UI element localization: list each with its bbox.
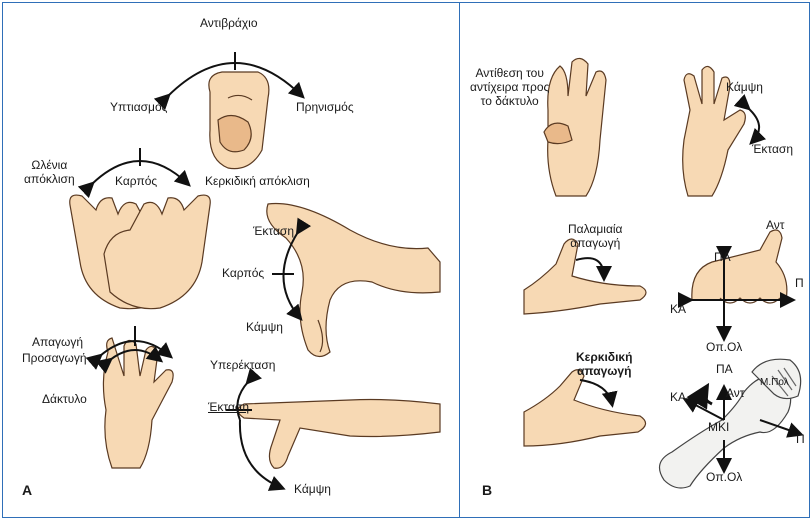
label-finger: Δάκτυλο bbox=[42, 392, 87, 406]
label-extension-finger: Έκταση bbox=[208, 400, 249, 414]
finger-flexion-hand-illustration bbox=[238, 400, 440, 469]
label-wrist-side: Καρπός bbox=[222, 266, 264, 280]
label-ant-bottom: Αντ bbox=[726, 386, 745, 400]
label-adduction: Προσαγωγή bbox=[22, 351, 87, 365]
thumb-flexion-arrow bbox=[748, 108, 759, 142]
label-opol-mid: Οπ.Ολ bbox=[706, 340, 742, 354]
label-palmar-abduction: Παλαμιαία απαγωγή bbox=[568, 222, 622, 250]
label-flexion-finger: Κάμψη bbox=[294, 482, 331, 496]
label-p-mid: Π bbox=[795, 276, 804, 290]
thumb-opposition-hand-illustration bbox=[544, 58, 606, 196]
label-extension-wrist: Έκταση bbox=[253, 224, 294, 238]
label-pa-bottom: ΠΑ bbox=[716, 362, 733, 376]
thumb-axes-hand-illustration bbox=[692, 230, 787, 303]
label-opposition: Αντίθεση του αντίχειρα προς το δάκτυλο bbox=[470, 66, 549, 108]
label-ulnar-deviation: Ωλένια απόκλιση bbox=[24, 158, 75, 186]
label-pa-top: ΠΑ bbox=[714, 250, 731, 264]
forearm-hand-illustration bbox=[209, 72, 269, 169]
label-ant-top: Αντ bbox=[766, 218, 785, 232]
label-extension-thumb: Έκταση bbox=[752, 142, 793, 156]
label-forearm: Αντιβράχιο bbox=[200, 16, 258, 30]
label-mpol: Μ.Πολ bbox=[760, 376, 789, 390]
label-abduction: Απαγωγή bbox=[32, 335, 83, 349]
palmar-abduction-arrow bbox=[576, 258, 604, 278]
label-flexion-wrist: Κάμψη bbox=[246, 320, 283, 334]
wrist-deviation-hands-illustration bbox=[70, 195, 211, 309]
label-ka-bottom: ΚΑ bbox=[670, 390, 686, 404]
label-opol-bottom: Οπ.Ολ bbox=[706, 470, 742, 484]
panel-letter-a: A bbox=[22, 482, 32, 498]
label-radial-abduction: Κερκιδική απαγωγή bbox=[576, 350, 632, 378]
label-p-bottom: Π bbox=[796, 432, 805, 446]
label-radial-deviation: Κερκιδική απόκλιση bbox=[205, 174, 310, 188]
label-flexion-thumb: Κάμψη bbox=[726, 80, 763, 94]
panel-letter-b: B bbox=[482, 482, 492, 498]
label-supination: Υπτιασμός bbox=[110, 100, 167, 114]
label-hyperextension: Υπερέκταση bbox=[210, 358, 275, 372]
label-mki: ΜΚΙ bbox=[708, 420, 729, 434]
label-ka-mid: ΚΑ bbox=[670, 302, 686, 316]
palmar-abduction-hand-illustration bbox=[524, 239, 646, 314]
radial-abduction-arrow bbox=[580, 380, 612, 404]
label-wrist-top: Καρπός bbox=[115, 174, 157, 188]
label-pronation: Πρηνισμός bbox=[296, 100, 354, 114]
finger-flexion-arrow bbox=[226, 382, 282, 488]
